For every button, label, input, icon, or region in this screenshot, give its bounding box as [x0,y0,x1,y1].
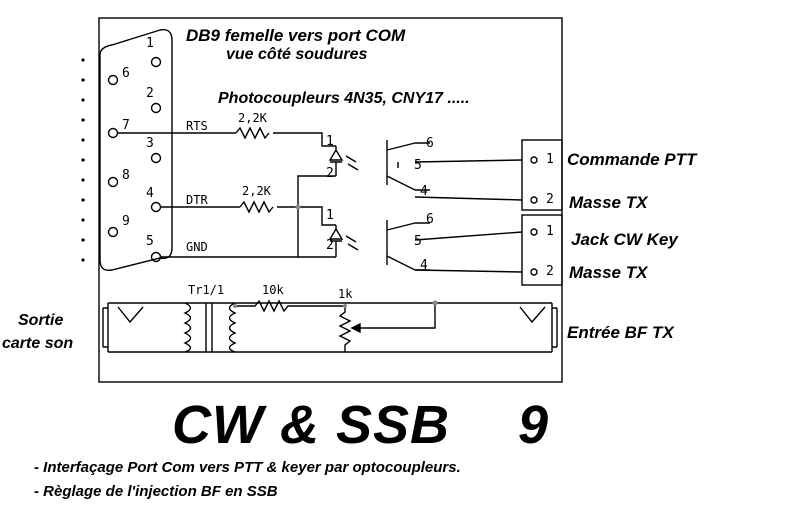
opto1-pin2: 2 [326,166,334,181]
ptt-pin1: 1 [546,152,554,167]
db9-pin-1: 1 [146,36,154,51]
cw-pin2: 2 [546,264,554,279]
db9-pin-6: 6 [122,66,130,81]
label-transformer: Tr1/1 [188,283,225,297]
gnd-wire [160,175,336,258]
db9-pin-9: 9 [122,214,130,229]
potentiometer-1k [318,305,352,352]
label-r1: 2,2K [238,111,267,125]
big-title: CW & SSB [172,395,450,455]
connector-ptt [521,139,563,211]
pot-wiper [352,303,436,329]
label-entree-bf-tx: Entrée BF TX [567,323,674,342]
resistor-r2 [239,200,274,214]
junctions [233,204,438,308]
connector-cw [521,214,563,286]
opto2-pin5: 5 [414,234,422,249]
opto2-pin2: 2 [326,238,334,253]
label-carte-son: carte son [2,335,74,352]
resistor-r1 [235,126,270,140]
opto1-pin6: 6 [426,136,434,151]
transformer [183,302,237,353]
big-title-number: 9 [518,395,550,455]
opto1-pin1: 1 [326,134,334,149]
label-jack-cw-key: Jack CW Key [571,230,678,249]
label-pot: 1k [338,287,353,301]
title-line3: Photocoupleurs 4N35, CNY17 ..... [218,90,470,107]
db9-pin-3: 3 [146,136,154,151]
right-jack [552,307,558,348]
label-r2: 2,2K [242,184,271,198]
opto1-transistor [386,140,416,191]
opto2-pin1: 1 [326,208,334,223]
label-sortie: Sortie [18,312,64,329]
ptt-pin2: 2 [546,192,554,207]
label-commande-ptt: Commande PTT [567,150,697,169]
db9-pin-4: 4 [146,186,154,201]
opto1-pin5: 5 [414,158,422,173]
signal-gnd: GND [186,240,208,254]
opto2-pin6: 6 [426,212,434,227]
signal-rts: RTS [186,119,208,133]
title-line2: vue côté soudures [226,46,368,63]
opto2-transistor [386,220,416,271]
left-jack [102,307,108,348]
opto1-pin4: 4 [420,184,428,199]
label-masse-tx-2: Masse TX [569,263,648,282]
schematic-frame [98,17,563,383]
db9-outline [99,29,173,271]
db9-pins [107,56,162,263]
signal-dtr: DTR [186,193,208,207]
left-dots [81,58,85,262]
db9-pin-2: 2 [146,86,154,101]
note-1: - Interfaçage Port Com vers PTT & keyer … [34,459,461,476]
db9-pin-5: 5 [146,234,154,249]
resistor-10k [235,299,318,313]
cw-pin1: 1 [546,224,554,239]
db9-pin-8: 8 [122,168,130,183]
title-line1: DB9 femelle vers port COM [186,26,406,45]
db9-pin-7: 7 [122,118,130,133]
note-2: - Règlage de l'injection BF en SSB [34,483,278,500]
label-r3: 10k [262,283,284,297]
label-masse-tx-1: Masse TX [569,193,648,212]
opto2-pin4: 4 [420,258,428,273]
